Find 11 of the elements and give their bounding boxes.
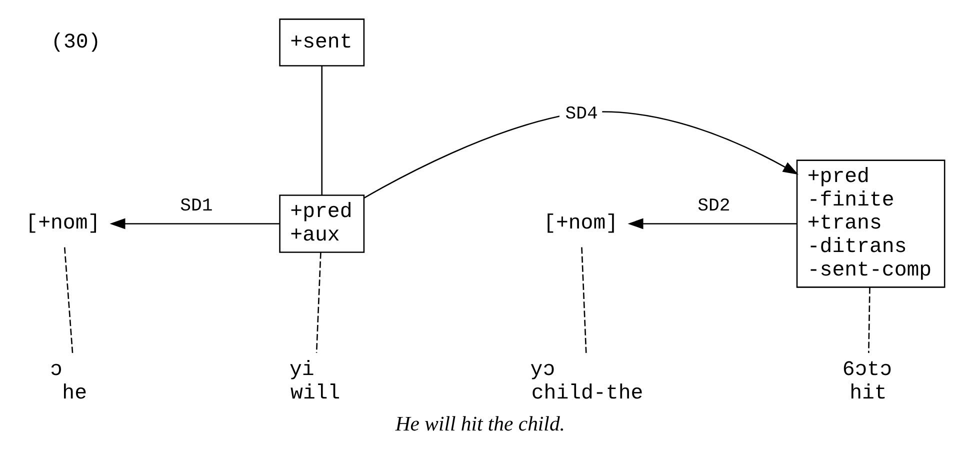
node-text: [+nom] <box>25 212 100 236</box>
node-text: [+nom] <box>543 212 618 236</box>
label: (30) <box>50 31 100 54</box>
node-text: ɔ he <box>50 358 87 406</box>
edge-label: SD2 <box>697 196 730 216</box>
edge-label: SD1 <box>180 196 212 216</box>
edge-label: SD4 <box>564 104 598 124</box>
node-text: 6ɔtɔ hit <box>842 358 892 406</box>
node-text: yɔ child-the <box>530 358 643 406</box>
node-text: yi will <box>289 358 340 406</box>
caption: He will hit the child. <box>394 414 564 436</box>
